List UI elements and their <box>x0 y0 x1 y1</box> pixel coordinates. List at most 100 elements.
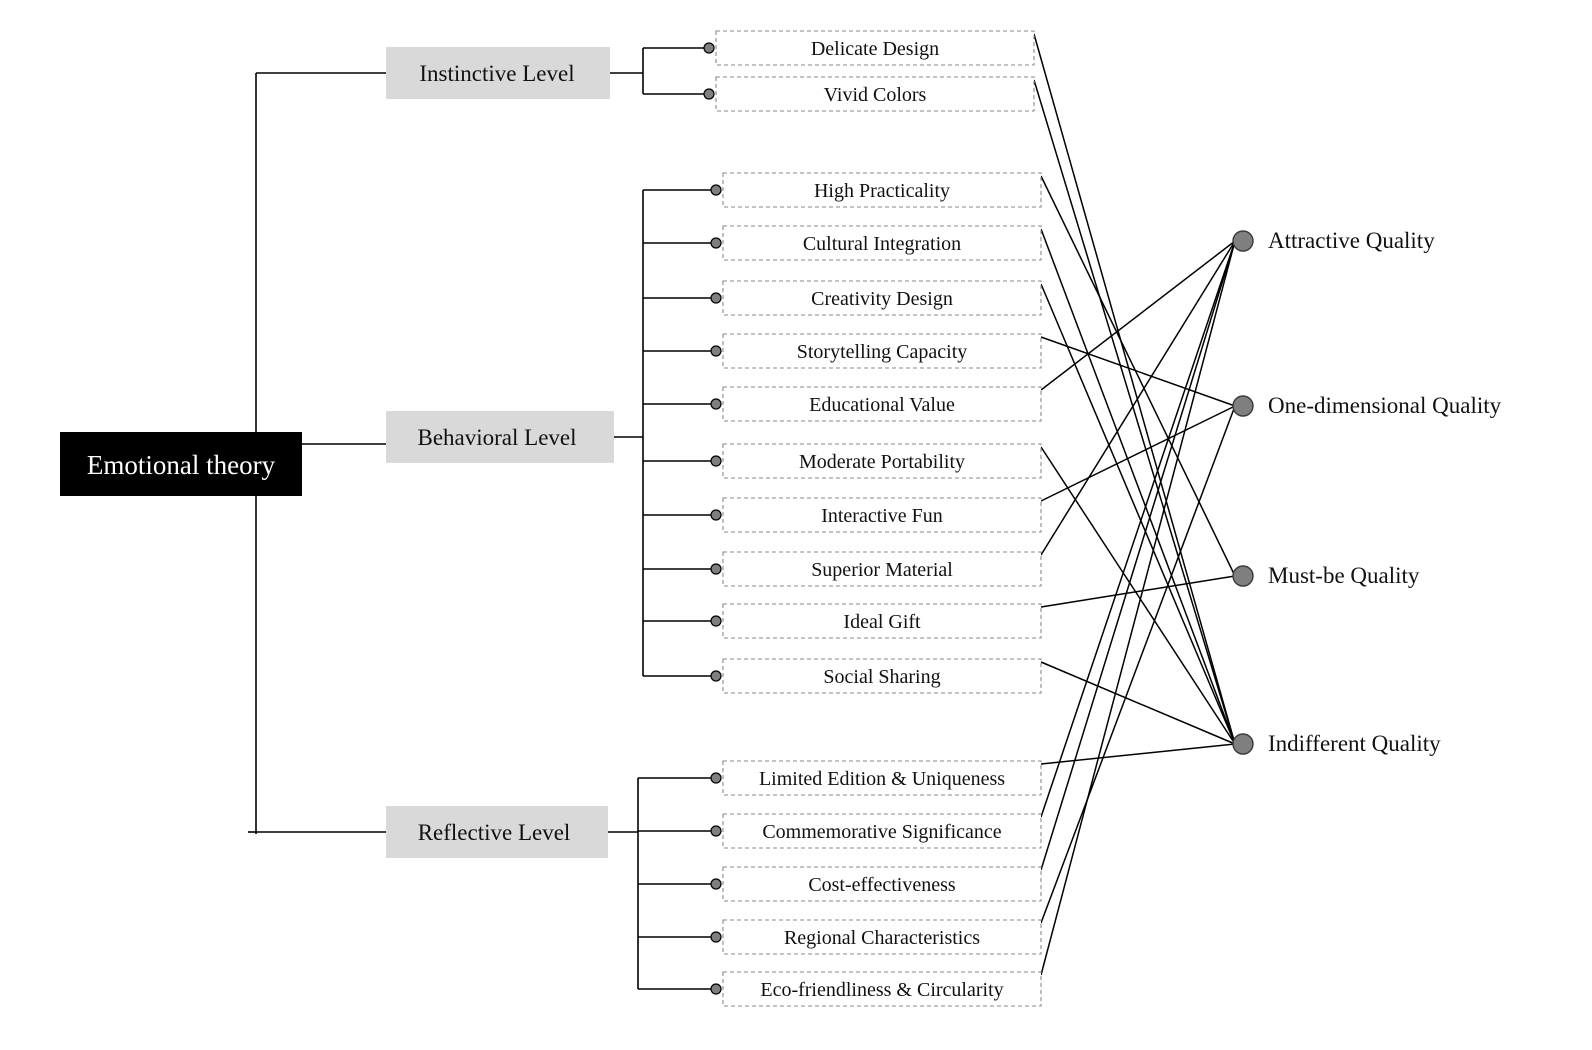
link-cultural-integration-to-indifferent-quality <box>1040 228 1236 745</box>
link-moderate-portability-to-indifferent-quality <box>1040 446 1236 745</box>
link-social-sharing-to-indifferent-quality <box>1040 661 1236 745</box>
item-box <box>722 866 1042 902</box>
connection-lines <box>1033 33 1236 976</box>
item-label: Moderate Portability <box>799 451 965 473</box>
quality-label: Must-be Quality <box>1268 563 1420 588</box>
item-label: Superior Material <box>811 559 953 581</box>
item-connector-dot <box>710 184 722 196</box>
link-ideal-gift-to-must-be-quality <box>1040 575 1236 608</box>
item-label: Interactive Fun <box>821 505 943 527</box>
item-regional-characteristics: Regional Characteristics <box>710 919 1042 955</box>
link-eco-friendliness-and-circularity-to-attractive-quality <box>1040 240 1236 976</box>
item-connector-dot <box>710 983 722 995</box>
instinctive-level-box <box>386 47 610 99</box>
link-superior-material-to-attractive-quality <box>1040 240 1236 556</box>
item-connector-dot <box>710 615 722 627</box>
item-label: Regional Characteristics <box>784 927 980 949</box>
item-high-practicality: High Practicality <box>710 172 1042 208</box>
item-storytelling-capacity: Storytelling Capacity <box>710 333 1042 369</box>
item-connector-dot <box>710 237 722 249</box>
item-connector-dot <box>703 42 715 54</box>
link-cost-effectiveness-to-attractive-quality <box>1040 240 1236 871</box>
item-connector-dot <box>710 878 722 890</box>
link-vivid-colors-to-indifferent-quality <box>1033 79 1236 745</box>
behavioral-level-node: Behavioral Level <box>386 411 614 463</box>
item-box <box>722 172 1042 208</box>
item-box <box>715 76 1035 112</box>
item-box <box>722 760 1042 796</box>
item-box <box>722 971 1042 1007</box>
item-connector-dot <box>710 455 722 467</box>
item-connector-dot <box>710 398 722 410</box>
item-interactive-fun: Interactive Fun <box>710 497 1042 533</box>
quality-node-dot <box>1232 733 1254 755</box>
item-label: Ideal Gift <box>843 611 921 633</box>
item-label: Eco-friendliness & Circularity <box>760 979 1003 1001</box>
item-connector-dot <box>710 772 722 784</box>
link-limited-edition-and-uniqueness-to-indifferent-quality <box>1040 743 1236 765</box>
link-interactive-fun-to-one-dimensional-quality <box>1040 405 1236 502</box>
item-commemorative-significance: Commemorative Significance <box>710 813 1042 849</box>
item-label: Delicate Design <box>811 38 939 60</box>
root-node: Emotional theory <box>60 432 302 496</box>
item-connector-dot <box>710 563 722 575</box>
quality-attractive-quality: Attractive Quality <box>1232 228 1435 253</box>
item-box <box>722 443 1042 479</box>
item-label: Social Sharing <box>823 666 940 688</box>
item-box <box>722 551 1042 587</box>
item-connector-dot <box>710 931 722 943</box>
link-delicate-design-to-indifferent-quality <box>1033 33 1236 745</box>
item-label: Cost-effectiveness <box>808 874 956 896</box>
reflective-level-node: Reflective Level <box>386 806 608 858</box>
item-eco-friendliness-and-circularity: Eco-friendliness & Circularity <box>710 971 1042 1007</box>
root-label: Emotional theory <box>87 450 276 480</box>
item-connector-dot <box>710 292 722 304</box>
item-box <box>722 225 1042 261</box>
reflective-level-label: Reflective Level <box>418 820 571 845</box>
link-educational-value-to-attractive-quality <box>1040 240 1236 391</box>
tree-lines <box>248 47 716 990</box>
item-box <box>722 497 1042 533</box>
item-box <box>722 333 1042 369</box>
quality-one-dimensional-quality: One-dimensional Quality <box>1232 393 1502 418</box>
quality-indifferent-quality: Indifferent Quality <box>1232 731 1441 756</box>
item-superior-material: Superior Material <box>710 551 1042 587</box>
item-vivid-colors: Vivid Colors <box>703 76 1035 112</box>
quality-label: Indifferent Quality <box>1268 731 1441 756</box>
item-label: Cultural Integration <box>803 233 961 255</box>
item-label: Limited Edition & Uniqueness <box>759 768 1005 790</box>
reflective-level-box <box>386 806 608 858</box>
item-limited-edition-and-uniqueness: Limited Edition & Uniqueness <box>710 760 1042 796</box>
behavioral-level-label: Behavioral Level <box>417 425 576 450</box>
quality-label: One-dimensional Quality <box>1268 393 1502 418</box>
item-label: Vivid Colors <box>824 84 927 106</box>
item-box <box>722 603 1042 639</box>
item-label: High Practicality <box>814 180 950 202</box>
item-box <box>722 658 1042 694</box>
item-label: Creativity Design <box>811 288 953 310</box>
item-connector-dot <box>710 670 722 682</box>
item-label: Storytelling Capacity <box>797 341 968 363</box>
item-connector-dot <box>710 345 722 357</box>
item-box <box>722 386 1042 422</box>
quality-node-dot <box>1232 395 1254 417</box>
item-connector-dot <box>703 88 715 100</box>
link-commemorative-significance-to-attractive-quality <box>1040 240 1236 818</box>
item-connector-dot <box>710 509 722 521</box>
quality-node-dot <box>1232 565 1254 587</box>
instinctive-level-node: Instinctive Level <box>386 47 610 99</box>
item-educational-value: Educational Value <box>710 386 1042 422</box>
item-box <box>715 30 1035 66</box>
item-connector-dot <box>710 825 722 837</box>
quality-must-be-quality: Must-be Quality <box>1232 563 1420 588</box>
link-regional-characteristics-to-one-dimensional-quality <box>1040 405 1236 924</box>
item-cost-effectiveness: Cost-effectiveness <box>710 866 1042 902</box>
item-social-sharing: Social Sharing <box>710 658 1042 694</box>
item-label: Commemorative Significance <box>762 821 1001 843</box>
item-box <box>722 919 1042 955</box>
instinctive-level-label: Instinctive Level <box>419 61 574 86</box>
